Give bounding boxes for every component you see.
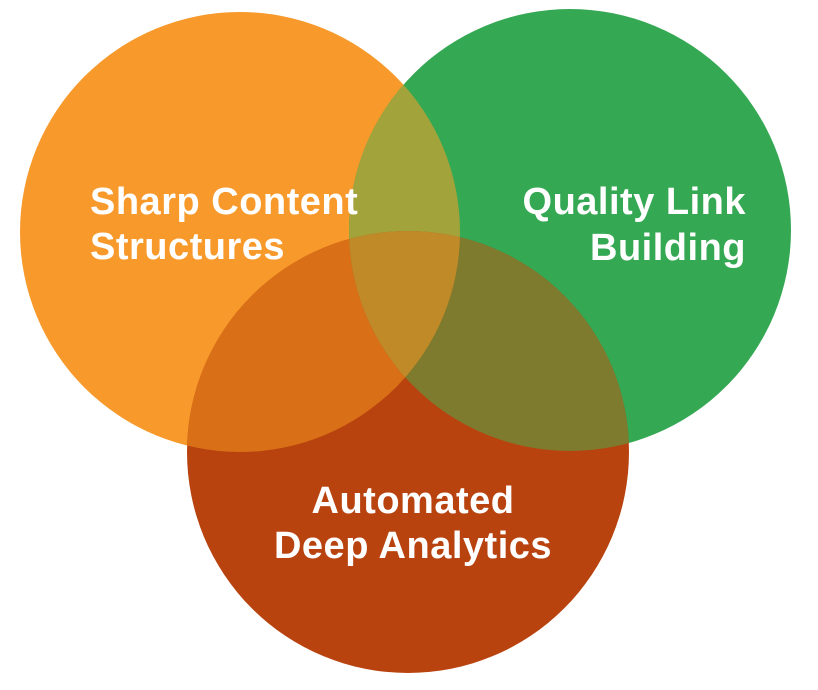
overlap-links-analytics	[349, 231, 629, 451]
overlap-content-analytics	[187, 231, 460, 452]
label-quality-link-line2: Building	[590, 227, 746, 269]
label-automated-analytics-line1: Automated	[312, 480, 515, 522]
label-quality-link-line1: Quality Link	[523, 181, 747, 223]
label-automated-analytics-line2: Deep Analytics	[274, 525, 552, 567]
label-sharp-content-line1: Sharp Content	[90, 181, 358, 223]
label-sharp-content-line2: Structures	[90, 226, 285, 268]
